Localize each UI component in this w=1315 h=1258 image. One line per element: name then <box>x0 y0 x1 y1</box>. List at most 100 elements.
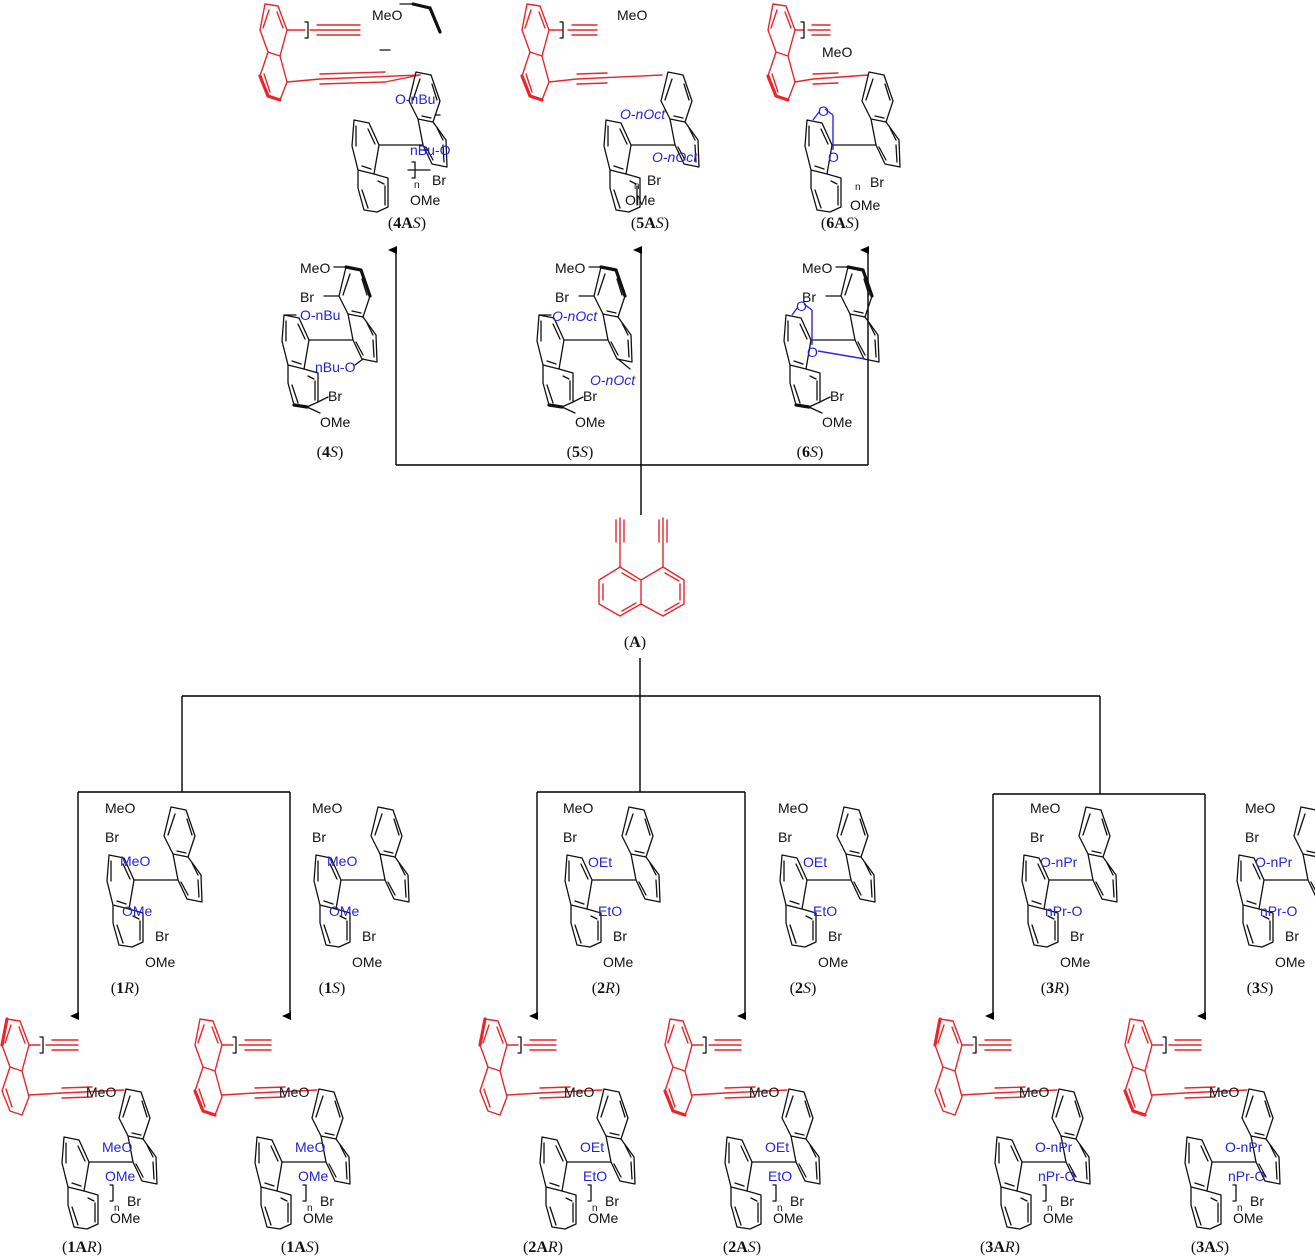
compound-label: (1R) <box>111 980 139 997</box>
alkoxy-lower: nPr-O <box>1038 1168 1075 1184</box>
alkoxy-upper: MeO <box>295 1139 325 1155</box>
compound-label: (4S) <box>317 444 344 461</box>
svg-text:Br: Br <box>583 388 597 404</box>
svg-text:MeO: MeO <box>327 853 357 869</box>
alkoxy-lower: OMe <box>298 1168 329 1184</box>
svg-text:MeO: MeO <box>105 800 135 816</box>
svg-text:EtO: EtO <box>598 903 622 919</box>
substituent-br-lower: Br <box>328 388 342 404</box>
alkoxy-upper: MeO <box>102 1139 132 1155</box>
svg-text:Br: Br <box>778 829 792 845</box>
substituent-bottom: OMe <box>1043 1210 1074 1226</box>
repeat-index: n <box>1047 1203 1053 1214</box>
bottom-connectors <box>70 658 1206 1020</box>
end-group: Br <box>790 1193 804 1209</box>
repeat-index: n <box>1237 1203 1243 1214</box>
alkoxy-lower: EtO <box>583 1168 607 1184</box>
svg-text:EtO: EtO <box>813 903 837 919</box>
compound-3R: MeO Br O-nPr nPr-O Br OMe (3R) <box>1021 800 1118 997</box>
compound-1S: MeO Br MeO OMe Br OMe (1S) <box>312 800 410 997</box>
svg-text:Br: Br <box>613 928 627 944</box>
compound-label-1AR: (1AR) <box>62 1239 102 1256</box>
svg-text:MeO: MeO <box>312 800 342 816</box>
repeat-index: n <box>307 1203 313 1214</box>
alkoxy-lower: nPr-O <box>1228 1168 1265 1184</box>
repeat-index: n <box>592 1203 598 1214</box>
alkoxy-upper: O-nPr <box>1035 1139 1073 1155</box>
svg-text:OMe: OMe <box>822 414 853 430</box>
polymer-6AS: MeO O O Br n OMe (6AS) <box>766 3 901 232</box>
compound-label: (2S) <box>790 980 817 997</box>
polymer-4AS: MeO O-nBu nBu-O Br n OMe (4AS) <box>258 2 451 232</box>
svg-text:Br: Br <box>362 928 376 944</box>
compound-label: (6S) <box>797 444 824 461</box>
svg-text:OMe: OMe <box>603 954 634 970</box>
alkoxy-upper: OEt <box>580 1139 604 1155</box>
svg-text:MeO: MeO <box>555 260 585 276</box>
svg-text:OMe: OMe <box>145 954 176 970</box>
svg-text:OMe: OMe <box>625 192 656 208</box>
svg-text:OEt: OEt <box>588 854 612 870</box>
repeat-index: n <box>114 1203 120 1214</box>
compound-label-A: (A) <box>624 634 646 651</box>
svg-text:OEt: OEt <box>803 854 827 870</box>
substituent-bottom: OMe <box>110 1210 141 1226</box>
svg-text:O-nBu: O-nBu <box>395 91 435 107</box>
alkoxy-upper: OEt <box>765 1139 789 1155</box>
svg-text:MeO: MeO <box>372 7 402 23</box>
svg-text:Br: Br <box>830 388 844 404</box>
substituent-top: MeO <box>749 1084 779 1100</box>
svg-text:MeO: MeO <box>822 44 852 60</box>
svg-text:OMe: OMe <box>1275 954 1306 970</box>
svg-text:Br: Br <box>1070 928 1084 944</box>
alkoxy-upper: O-nBu <box>300 307 340 323</box>
compound-label-3AS: (3AS) <box>1191 1239 1229 1256</box>
end-group: Br <box>605 1193 619 1209</box>
alkoxy-lower: OMe <box>105 1168 136 1184</box>
svg-text:Br: Br <box>432 172 446 188</box>
end-group: Br <box>1250 1193 1264 1209</box>
svg-text:n: n <box>855 182 861 193</box>
svg-text:O-nOct: O-nOct <box>652 149 698 165</box>
substituent-br-upper: Br <box>300 289 314 305</box>
substituent-top: MeO <box>1019 1084 1049 1100</box>
compound-label: (6AS) <box>821 215 859 232</box>
substituent-bottom: OMe <box>303 1210 334 1226</box>
compound-label: (4AS) <box>388 215 426 232</box>
compound-3S: MeO Br O-nPr nPr-O Br OMe (3S) <box>1236 800 1315 997</box>
svg-text:Br: Br <box>563 829 577 845</box>
alkoxy-lower: O-nOct <box>590 372 636 388</box>
compound-label: (2R) <box>592 980 620 997</box>
svg-text:MeO: MeO <box>1030 800 1060 816</box>
svg-text:O: O <box>818 103 829 119</box>
bridge-oxygen-upper: O <box>796 298 807 314</box>
svg-text:nBu-O: nBu-O <box>410 142 451 158</box>
svg-text:OMe: OMe <box>818 954 849 970</box>
compound-2R: MeO Br OEt EtO Br OMe (2R) <box>563 800 661 997</box>
compound-label-2AR: (2AR) <box>523 1239 563 1256</box>
alkoxy-lower: EtO <box>768 1168 792 1184</box>
svg-text:OMe: OMe <box>1060 954 1091 970</box>
svg-text:n: n <box>634 181 640 192</box>
repeat-index: n <box>777 1203 783 1214</box>
svg-text:MeO: MeO <box>617 7 647 23</box>
svg-text:MeO: MeO <box>1245 800 1275 816</box>
svg-text:Br: Br <box>828 928 842 944</box>
compound-label: (5AS) <box>631 215 669 232</box>
svg-text:OMe: OMe <box>329 903 360 919</box>
svg-text:OMe: OMe <box>122 903 153 919</box>
substituent-top: MeO <box>300 260 330 276</box>
substituent-top: MeO <box>86 1084 116 1100</box>
compound-5S: MeO Br O-nOct O-nOct Br OMe (5S) <box>536 260 636 461</box>
compound-6S: MeO Br O O Br OMe (6S) <box>783 260 880 461</box>
polymer-5AS: MeO O-nOct O-nOct Br n OMe (5AS) <box>520 3 700 232</box>
svg-text:OMe: OMe <box>850 197 881 213</box>
end-group: Br <box>127 1193 141 1209</box>
compound-2S: MeO Br OEt EtO Br OMe (2S) <box>778 800 876 997</box>
svg-text:OMe: OMe <box>352 954 383 970</box>
svg-text:Br: Br <box>1245 829 1259 845</box>
compound-label: (3R) <box>1041 980 1069 997</box>
svg-text:O-nOct: O-nOct <box>620 106 666 122</box>
